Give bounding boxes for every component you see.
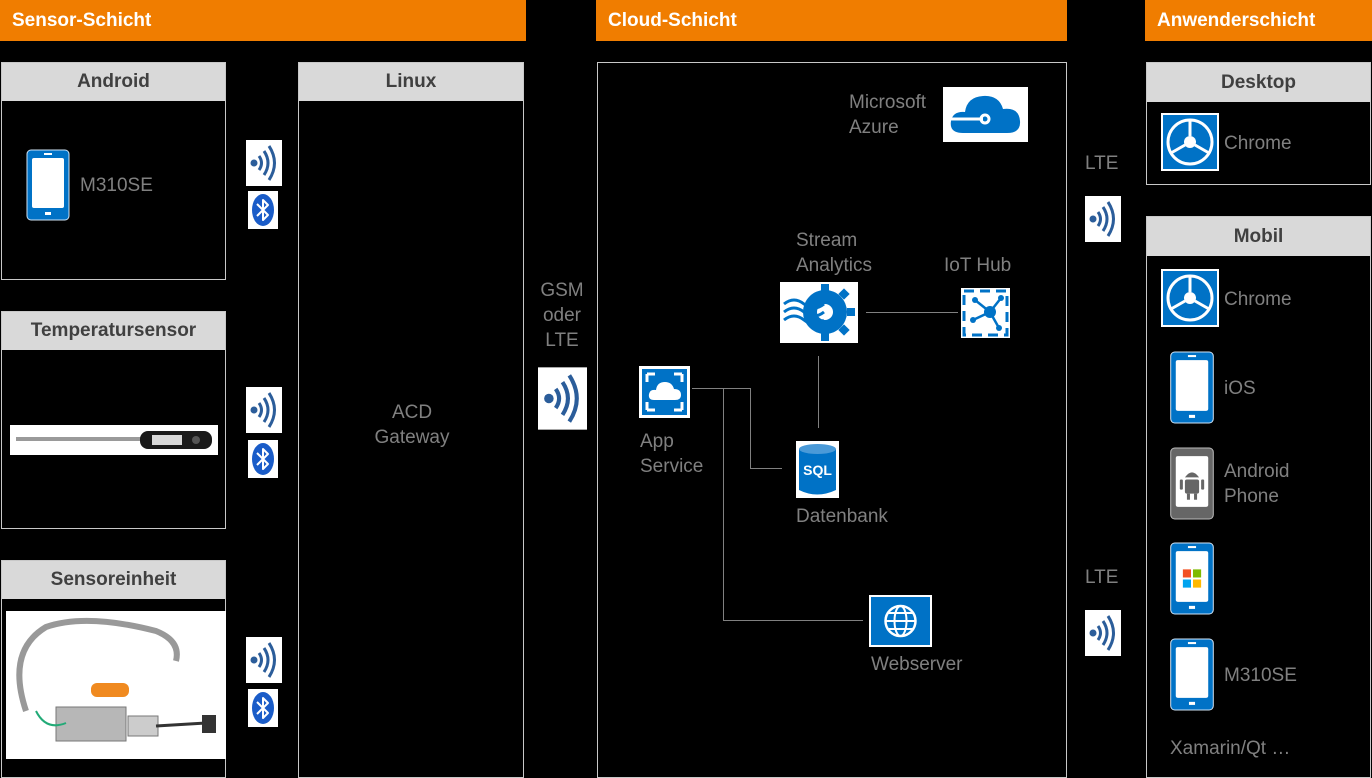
android-icon	[1170, 447, 1214, 520]
cloud-layer-header: Cloud-Schicht	[596, 0, 1067, 41]
connector-line	[750, 388, 751, 469]
wireless-icon	[246, 637, 282, 683]
desktop-title: Desktop	[1147, 63, 1370, 102]
azure-label: Microsoft Azure	[849, 92, 927, 138]
iot-hub-icon	[961, 288, 1010, 338]
smartphone-icon	[1169, 351, 1215, 424]
connector-line	[723, 620, 863, 621]
thermometer-icon	[10, 425, 218, 455]
chrome-icon	[1161, 269, 1219, 327]
bluetooth-icon	[248, 191, 278, 229]
sensor-unit-image	[6, 611, 226, 759]
ios-label: iOS	[1224, 378, 1256, 399]
wireless-icon	[1085, 196, 1121, 242]
gateway-label: ACD Gateway	[374, 402, 450, 448]
stream-analytics-icon	[780, 282, 858, 343]
mobile-chrome-label: Chrome	[1224, 289, 1292, 310]
iot-hub-label: IoT Hub	[944, 255, 1012, 276]
windows-icon	[1169, 542, 1215, 615]
android-title: Android	[2, 63, 225, 101]
lte-top-label: LTE	[1085, 153, 1119, 174]
desktop-browser-label: Chrome	[1224, 133, 1292, 154]
wireless-icon	[246, 387, 282, 433]
mobile-device-label: M310SE	[1224, 665, 1297, 686]
user-layer-header: Anwenderschicht	[1145, 0, 1372, 41]
bluetooth-icon	[248, 689, 278, 727]
gsm-label: GSM oder LTE	[540, 280, 584, 351]
wireless-icon	[246, 140, 282, 186]
linux-box: Linux ACD Gateway	[298, 62, 524, 778]
android-device-label: M310SE	[80, 175, 153, 196]
connector-line	[818, 356, 819, 428]
connector-line	[692, 388, 750, 389]
sensor-layer-header: Sensor-Schicht	[0, 0, 526, 41]
app-service-icon	[639, 366, 690, 418]
lte-bottom-label: LTE	[1085, 567, 1119, 588]
chrome-icon	[1161, 113, 1219, 171]
azure-cloud-icon	[943, 87, 1028, 142]
linux-title: Linux	[299, 63, 523, 101]
connector-line	[723, 388, 724, 621]
smartphone-icon	[26, 149, 70, 221]
svg-text:SQL: SQL	[803, 462, 832, 478]
temperature-sensor-title: Temperatursensor	[2, 312, 225, 350]
database-label: Datenbank	[796, 506, 888, 527]
wireless-icon	[538, 367, 587, 430]
cloud-box	[597, 62, 1067, 778]
mobile-title: Mobil	[1147, 217, 1370, 256]
stream-analytics-label: Stream Analytics	[796, 230, 873, 276]
android-box: Android M310SE	[1, 62, 226, 280]
smartphone-icon	[1169, 638, 1215, 711]
app-service-label: App Service	[640, 431, 704, 477]
webserver-label: Webserver	[871, 654, 963, 675]
connector-line	[866, 312, 958, 313]
sensor-unit-title: Sensoreinheit	[2, 561, 225, 599]
sql-database-icon: SQL	[796, 441, 839, 498]
globe-icon	[869, 595, 932, 647]
frameworks-label: Xamarin/Qt …	[1170, 738, 1291, 759]
desktop-box: Desktop Chrome	[1146, 62, 1371, 185]
connector-line	[750, 468, 782, 469]
bluetooth-icon	[248, 440, 278, 478]
sensor-unit-box: Sensoreinheit	[1, 560, 226, 778]
wireless-icon	[1085, 610, 1121, 656]
mobile-box: Mobil Chrome iOS Android Phone M310SE Xa…	[1146, 216, 1371, 778]
android-phone-label: Android Phone	[1224, 461, 1290, 507]
temperature-sensor-box: Temperatursensor	[1, 311, 226, 529]
